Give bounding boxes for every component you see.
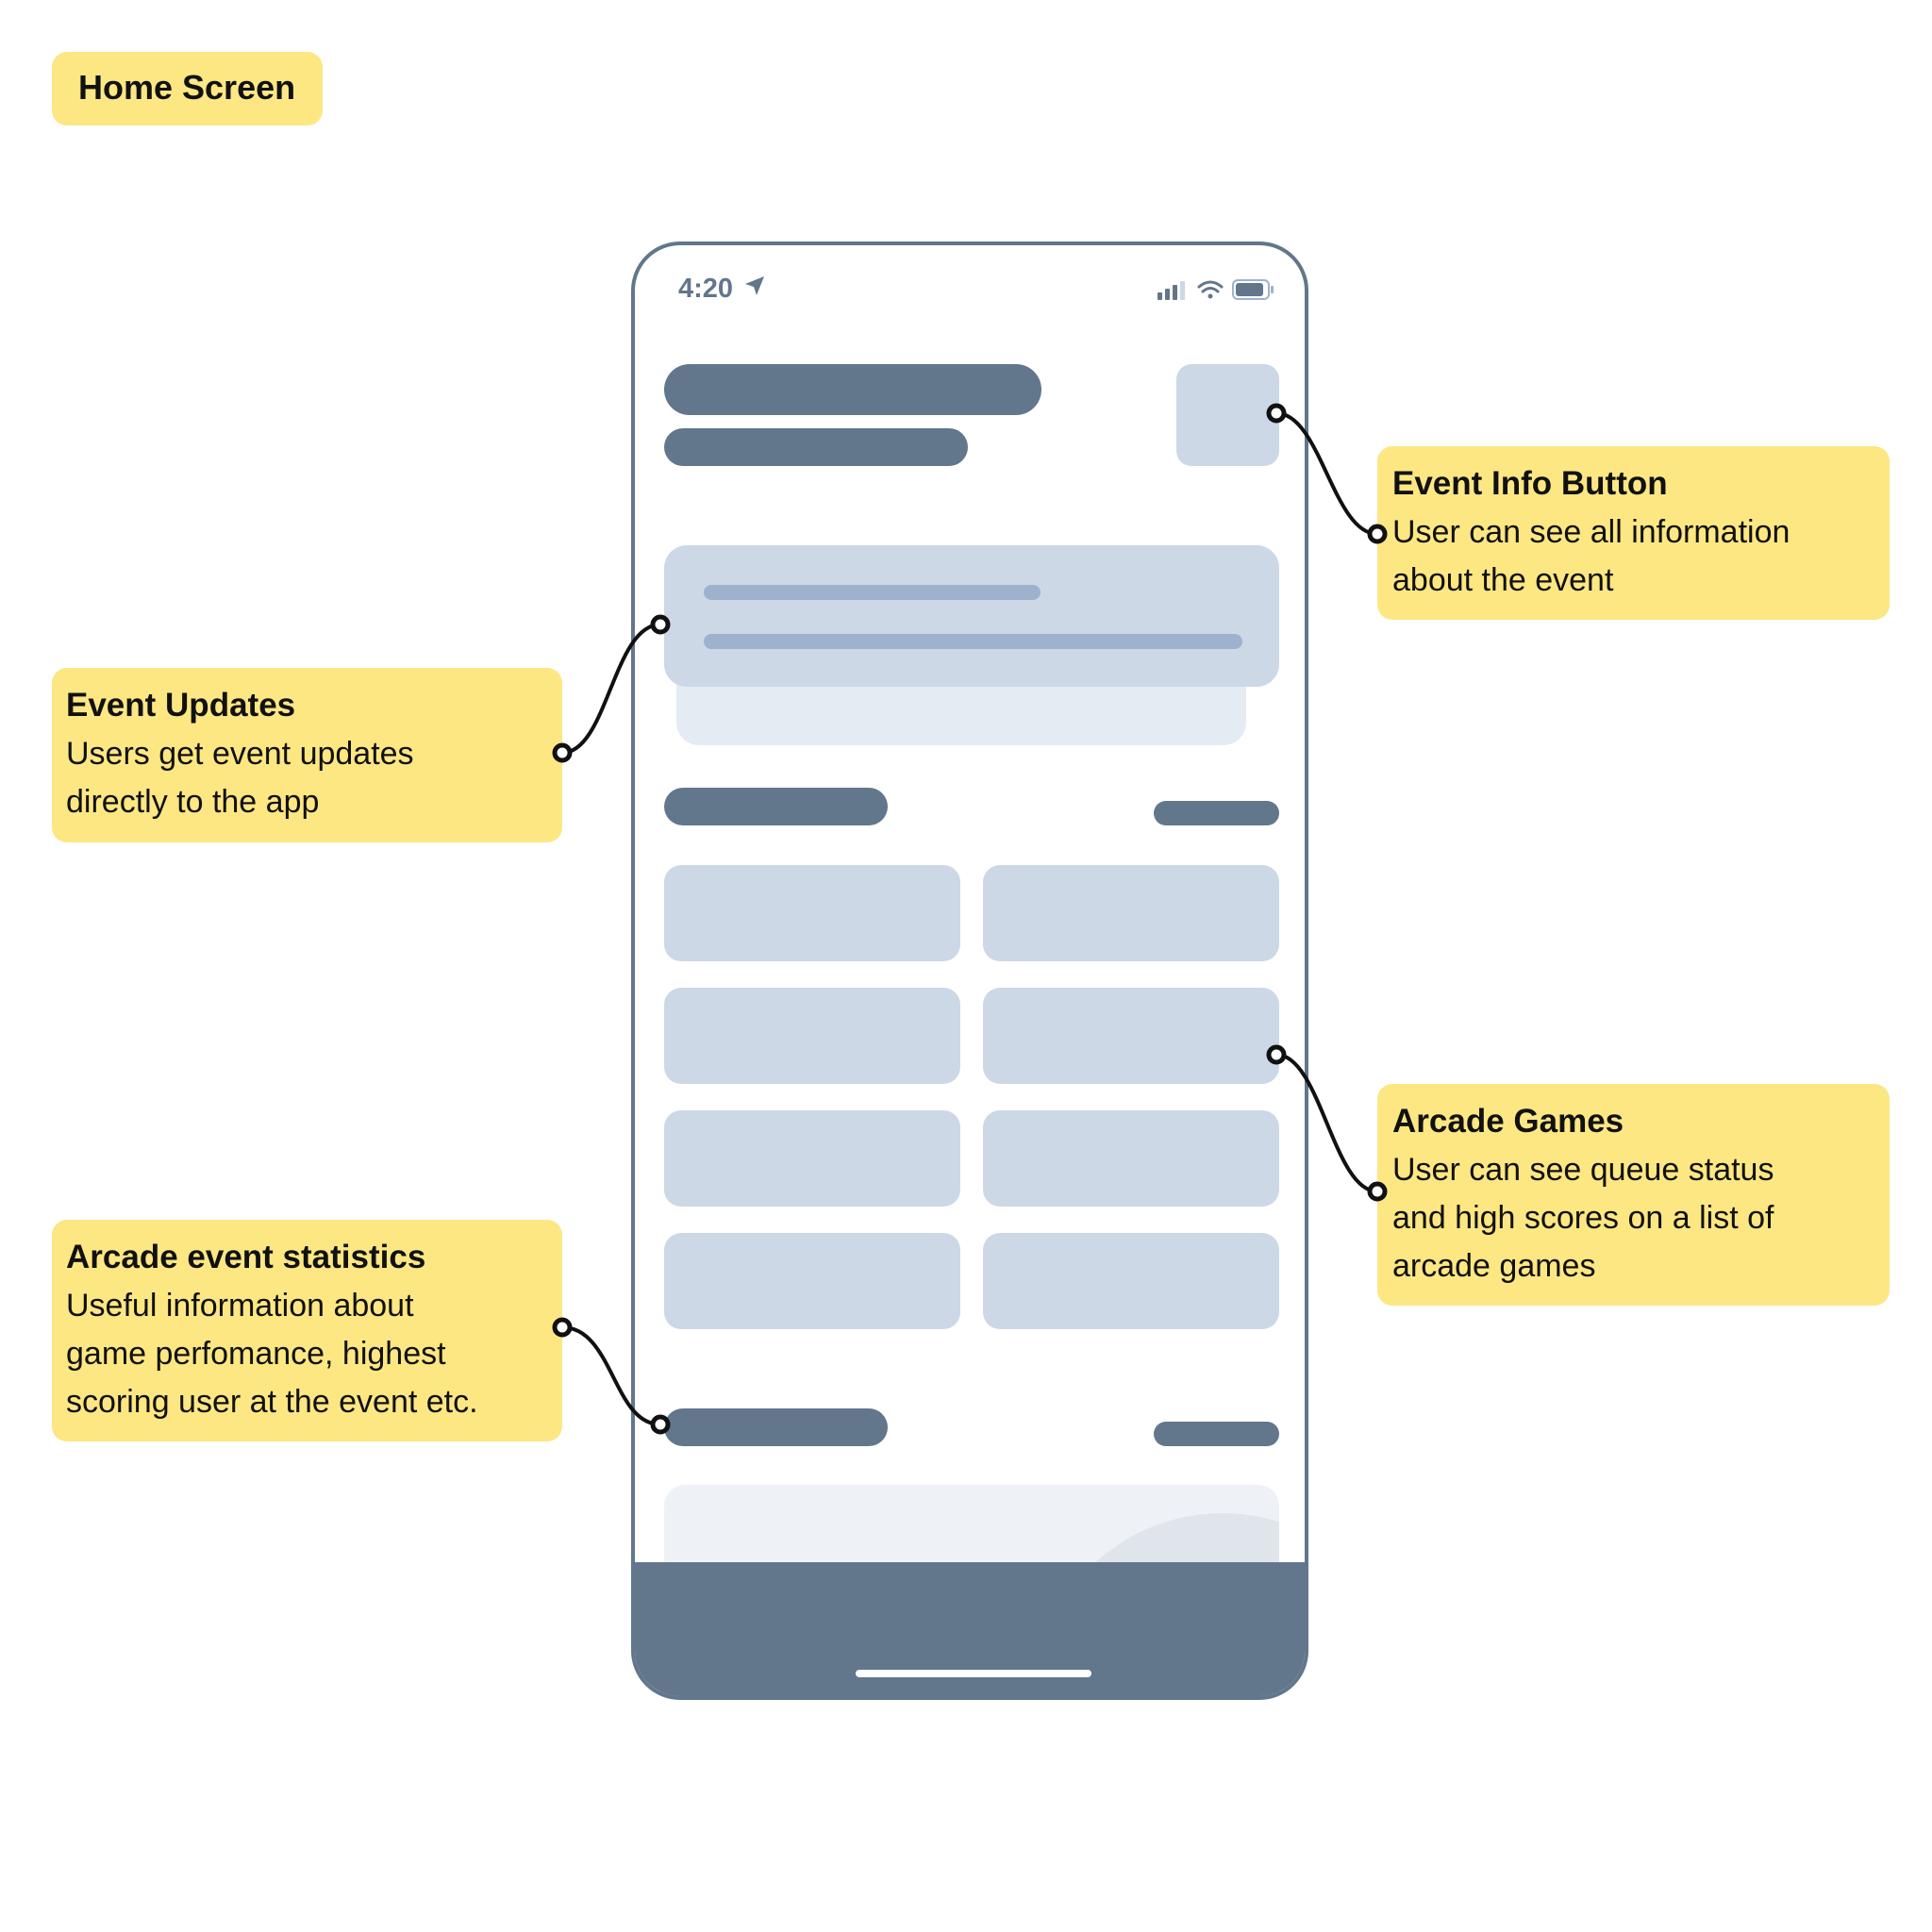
event-info-button[interactable] <box>1176 364 1279 466</box>
update-line-placeholder <box>704 634 1242 649</box>
games-section-title-placeholder <box>664 788 888 825</box>
screen-title-tag: Home Screen <box>52 52 323 125</box>
arcade-game-tile[interactable] <box>983 865 1279 961</box>
home-indicator[interactable] <box>856 1670 1091 1677</box>
header-subtitle-placeholder <box>664 428 968 466</box>
callout-line: directly to the app <box>66 784 320 820</box>
callout-line: User can see all information <box>1392 514 1790 550</box>
callout-event-updates: Event Updates Users get event updates di… <box>52 668 562 842</box>
callout-line: about the event <box>1392 562 1614 598</box>
callout-title: Arcade Games <box>1392 1103 1624 1140</box>
wifi-icon <box>1197 280 1224 299</box>
location-arrow-icon <box>745 276 764 295</box>
arcade-game-tile[interactable] <box>983 1233 1279 1329</box>
callout-title: Event Updates <box>66 687 296 724</box>
arcade-game-tile[interactable] <box>664 1233 960 1329</box>
phone-mockup: 4:20 <box>631 242 1308 1700</box>
arcade-game-tile[interactable] <box>664 865 960 961</box>
battery-icon <box>1232 279 1274 300</box>
header-title-placeholder <box>664 364 1041 415</box>
callout-event-info-button: Event Info Button User can see all infor… <box>1377 446 1890 620</box>
bottom-tab-bar <box>635 1562 1305 1696</box>
arcade-game-tile[interactable] <box>664 988 960 1084</box>
callout-line: and high scores on a list of <box>1392 1200 1774 1236</box>
callout-line: Users get event updates <box>66 736 414 772</box>
stats-see-all-placeholder[interactable] <box>1154 1422 1279 1446</box>
callout-title: Arcade event statistics <box>66 1239 426 1275</box>
callout-title: Event Info Button <box>1392 465 1668 502</box>
arcade-game-tile[interactable] <box>983 1110 1279 1207</box>
games-see-all-placeholder[interactable] <box>1154 801 1279 825</box>
callout-line: Useful information about <box>66 1288 414 1324</box>
callout-line: arcade games <box>1392 1248 1596 1284</box>
callout-event-statistics: Arcade event statistics Useful informati… <box>52 1220 562 1441</box>
callout-line: game perfomance, highest <box>66 1336 446 1372</box>
event-updates-card[interactable] <box>664 545 1279 687</box>
status-icons <box>1158 279 1274 300</box>
stats-section-title-placeholder <box>664 1408 888 1446</box>
callout-line: User can see queue status <box>1392 1152 1774 1188</box>
callout-line: scoring user at the event etc. <box>66 1384 478 1420</box>
status-time: 4:20 <box>678 274 734 304</box>
arcade-game-tile[interactable] <box>664 1110 960 1207</box>
cellular-signal-icon <box>1158 281 1185 300</box>
arcade-game-tile[interactable] <box>983 988 1279 1084</box>
update-line-placeholder <box>704 585 1041 600</box>
callout-arcade-games: Arcade Games User can see queue status a… <box>1377 1084 1890 1306</box>
